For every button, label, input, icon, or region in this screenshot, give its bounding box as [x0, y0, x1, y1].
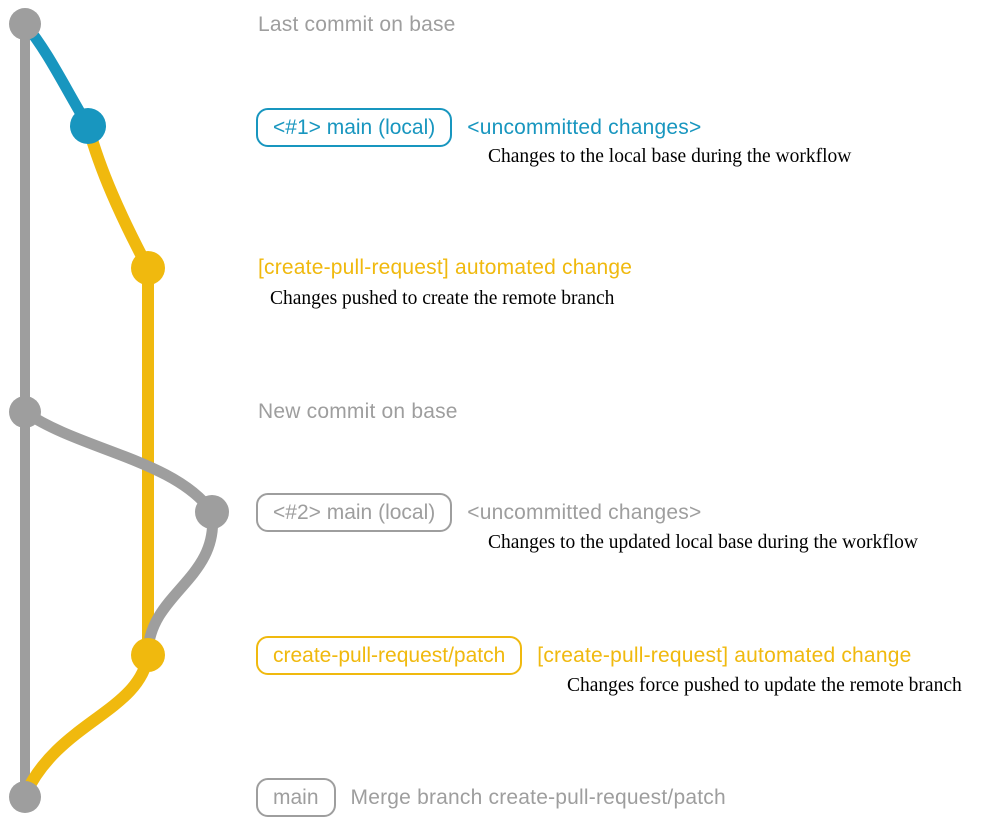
uncommitted-changes-1-label: <uncommitted changes>: [467, 115, 702, 139]
uncommitted-changes-2-label: <uncommitted changes>: [467, 500, 702, 524]
edge-patch-branch-merge: [19, 649, 154, 801]
annotation-new-commit-on-base: New commit on base: [258, 400, 458, 424]
edge-local-main-2-update: [142, 506, 219, 656]
node-last-commit-on-base: [9, 8, 41, 40]
automated-change-2-label: [create-pull-request] automated change: [537, 643, 912, 667]
description-updated-local-base-changes: Changes to the updated local base during…: [488, 532, 918, 553]
node-automated-change-2: [131, 638, 165, 672]
branch-badge-create-pull-request-patch: create-pull-request/patch: [256, 636, 523, 675]
last-commit-on-base-label: Last commit on base: [258, 13, 456, 36]
node-local-main-2: [195, 495, 229, 529]
edge-patch-branch-create: [82, 120, 154, 274]
edge-local-main-2-branch: [19, 406, 218, 518]
annotation-local-main-2: <#2> main (local) <uncommitted changes>: [256, 493, 701, 532]
description-changes-pushed: Changes pushed to create the remote bran…: [270, 288, 615, 309]
node-new-commit-on-base: [9, 396, 41, 428]
annotation-automated-change-2: create-pull-request/patch [create-pull-r…: [256, 636, 911, 675]
branch-badge-main: main: [256, 778, 336, 817]
node-merge-commit: [9, 781, 41, 813]
automated-change-1-label: [create-pull-request] automated change: [258, 256, 633, 279]
node-automated-change-1: [131, 251, 165, 285]
description-changes-force-pushed: Changes force pushed to update the remot…: [567, 675, 962, 696]
branch-badge-main-local-1: <#1> main (local): [256, 108, 453, 147]
annotation-local-main-1: <#1> main (local) <uncommitted changes>: [256, 108, 701, 147]
annotation-last-commit-on-base: Last commit on base: [258, 13, 456, 37]
merge-branch-label: Merge branch create-pull-request/patch: [350, 785, 726, 809]
new-commit-on-base-label: New commit on base: [258, 400, 458, 423]
branch-badge-main-local-2: <#2> main (local): [256, 493, 453, 532]
node-local-main-1: [70, 108, 106, 144]
description-local-base-changes: Changes to the local base during the wor…: [488, 146, 852, 167]
annotation-automated-change-1: [create-pull-request] automated change: [258, 256, 632, 280]
annotation-merge-commit: main Merge branch create-pull-request/pa…: [256, 778, 726, 817]
